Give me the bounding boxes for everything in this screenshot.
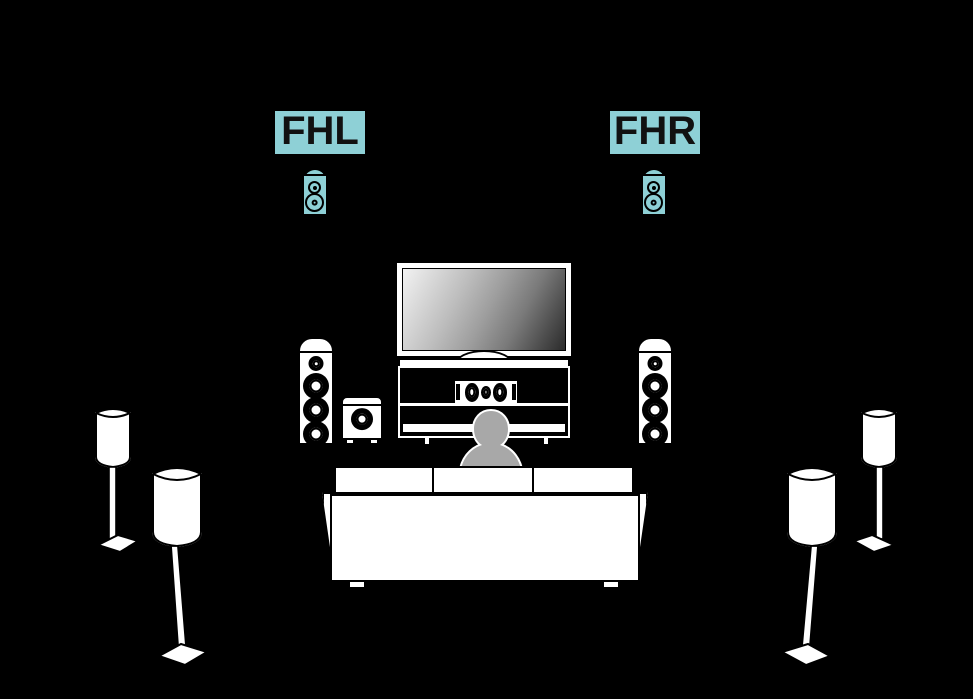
speaker-front-height-right[interactable] [641,168,667,216]
sofa-foot-right [604,582,618,587]
cabinet-leg-left [425,438,429,444]
label-fhr: FHR [610,111,700,154]
sofa-body [330,494,640,582]
woofer-1-icon [642,373,668,399]
center-bracket-left [456,384,463,400]
sofa-cushion-left [334,466,434,494]
subwoofer-foot-right [371,440,377,443]
speaker-center[interactable] [455,381,517,403]
label-fhl: FHL [275,111,365,154]
center-woofer-left-icon [464,382,480,402]
sofa-cushion-center [432,466,534,494]
center-woofer-right-icon [492,382,508,402]
speaker-surround-right[interactable] [762,450,852,680]
woofer-icon [305,193,324,212]
cabinet-leg-right [544,438,548,444]
tower-cap [637,337,673,353]
woofer-3-icon [303,421,329,447]
speaker-front-left[interactable] [298,337,334,447]
speaker-surround-back-right[interactable] [840,395,910,560]
label-fhl-text: FHL [281,109,359,153]
television [395,261,573,358]
woofer-2-icon [642,397,668,423]
cabinet-shelf-upper [400,403,568,406]
center-bracket-right [509,384,516,400]
speaker-front-height-left[interactable] [302,168,328,216]
sofa-foot-left [350,582,364,587]
woofer-3-icon [642,421,668,447]
tv-screen [402,268,566,351]
label-fhr-text: FHR [613,109,697,153]
speaker-front-right[interactable] [637,337,673,447]
speaker-subwoofer[interactable] [341,396,383,443]
subwoofer-foot-left [347,440,353,443]
tower-cap [298,337,334,353]
woofer-1-icon [303,373,329,399]
speaker-surround-left[interactable] [145,450,235,680]
speaker-surround-back-left[interactable] [88,395,158,560]
listener [457,408,525,476]
woofer-2-icon [303,397,329,423]
tweeter-icon [308,356,324,371]
subwoofer-driver-icon [351,408,373,431]
tweeter-icon [647,356,663,371]
center-tweeter-icon [481,385,491,399]
sofa-cushion-right [532,466,634,494]
woofer-icon [644,193,663,212]
